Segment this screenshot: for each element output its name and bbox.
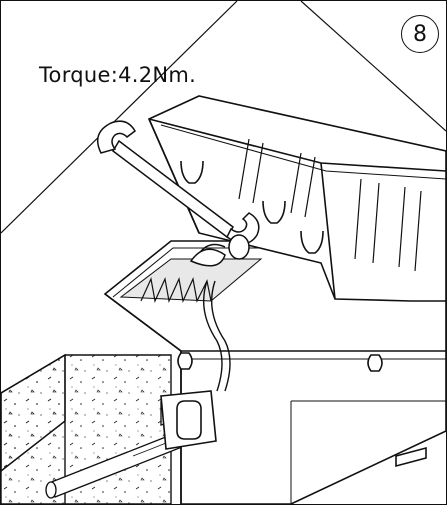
ground-plane (1, 1, 446, 234)
step-number-badge: 8 (401, 15, 439, 53)
torque-label: Torque:4.2Nm. (39, 63, 197, 87)
cable (202, 280, 231, 392)
wrench-tool (96, 120, 260, 267)
